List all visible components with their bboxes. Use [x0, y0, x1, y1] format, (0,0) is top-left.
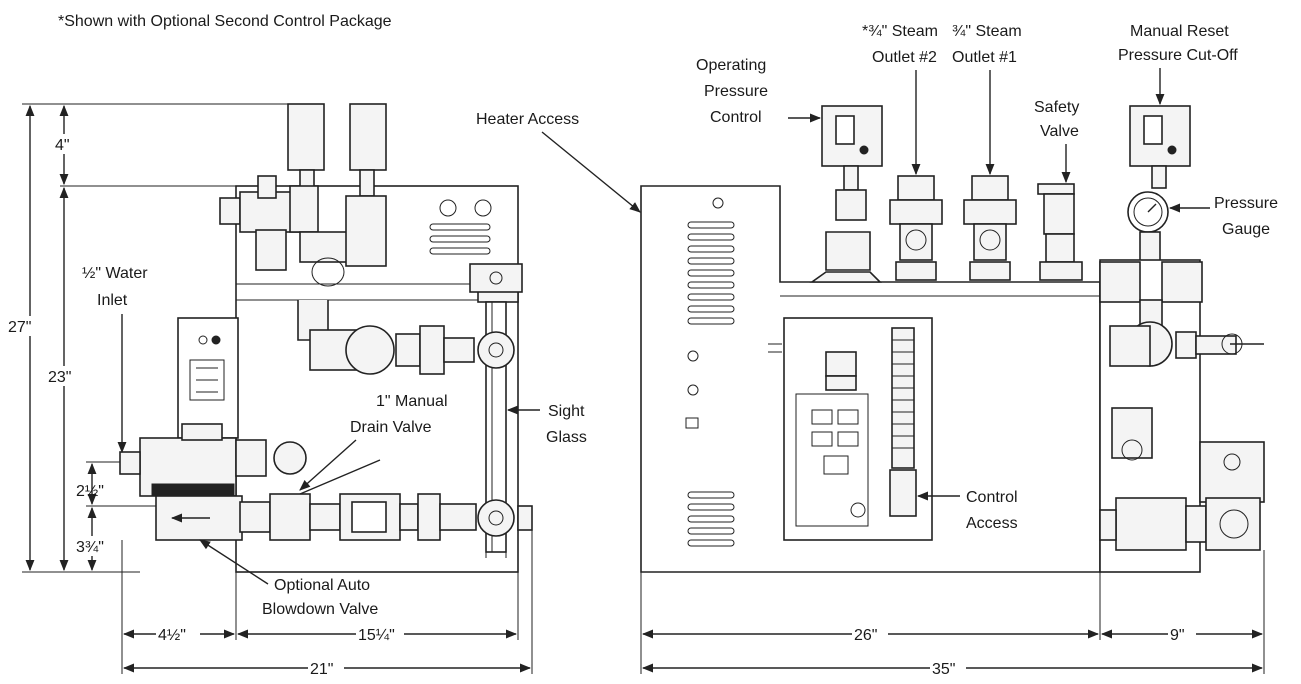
- safety-valve-label-2: Valve: [1040, 123, 1079, 140]
- water-inlet-label-1: ½" Water: [82, 265, 148, 282]
- optional-package-note: *Shown with Optional Second Control Pack…: [58, 13, 392, 30]
- steam-outlet-1-label-1: ¾" Steam: [952, 23, 1022, 40]
- sight-glass-label-1: Sight: [548, 403, 585, 420]
- steam-outlet-1-label-2: Outlet #1: [952, 49, 1017, 66]
- steam-outlet-2-label-1: *¾" Steam: [862, 23, 938, 40]
- dim-35-text: 35": [932, 661, 955, 678]
- control-access-label-1: Control: [966, 489, 1018, 506]
- pressure-gauge-label-1: Pressure: [1214, 195, 1278, 212]
- heater-access-label: Heater Access: [476, 111, 579, 128]
- manual-reset-label-2: Pressure Cut-Off: [1118, 47, 1238, 64]
- operating-pressure-label-3: Control: [710, 109, 762, 126]
- dim-27-text: 27": [8, 319, 31, 336]
- dim-9-text: 9": [1170, 627, 1185, 644]
- electrical-box: [177, 317, 239, 439]
- water-inlet-label-2: Inlet: [97, 292, 128, 309]
- blowdown-label-2: Blowdown Valve: [262, 601, 378, 618]
- safety-valve-label-1: Safety: [1034, 99, 1079, 116]
- dim-4-text: 4": [55, 137, 70, 154]
- safety-valve: [1037, 183, 1075, 195]
- dim-21-text: 21": [310, 661, 333, 678]
- dim-3-75-text: 3¾": [76, 539, 104, 556]
- dim-4-5-text: 4½": [158, 627, 186, 644]
- manual-reset-label-1: Manual Reset: [1130, 23, 1229, 40]
- vent-louvers: [687, 221, 735, 547]
- dim-2-5-text: 2½": [76, 483, 104, 500]
- pressure-gauge-label-2: Gauge: [1222, 221, 1270, 238]
- drain-valve-label-2: Drain Valve: [350, 419, 432, 436]
- dim-15-25-text: 15¼": [358, 627, 395, 644]
- operating-pressure-label-2: Pressure: [704, 83, 768, 100]
- drain-valve-label-1: 1" Manual: [376, 393, 448, 410]
- operating-pressure-label-1: Operating: [696, 57, 766, 74]
- control-access-label-2: Access: [966, 515, 1018, 532]
- steam-outlet-2-valve: [897, 175, 935, 201]
- dim-26-text: 26": [854, 627, 877, 644]
- left-side-view: ½" Water Inlet 1" Manual Drain Valve Sig…: [6, 103, 587, 678]
- dim-23-text: 23": [48, 369, 71, 386]
- blowdown-label-1: Optional Auto: [274, 577, 370, 594]
- steam-outlet-2-label-2: Outlet #2: [872, 49, 937, 66]
- control-canister-1: [287, 103, 325, 171]
- steam-outlet-1-valve: [971, 175, 1009, 201]
- control-canister-2: [349, 103, 387, 171]
- sight-glass-label-2: Glass: [546, 429, 587, 446]
- right-front-view: Heater Access Operating Pressure Control…: [476, 23, 1278, 678]
